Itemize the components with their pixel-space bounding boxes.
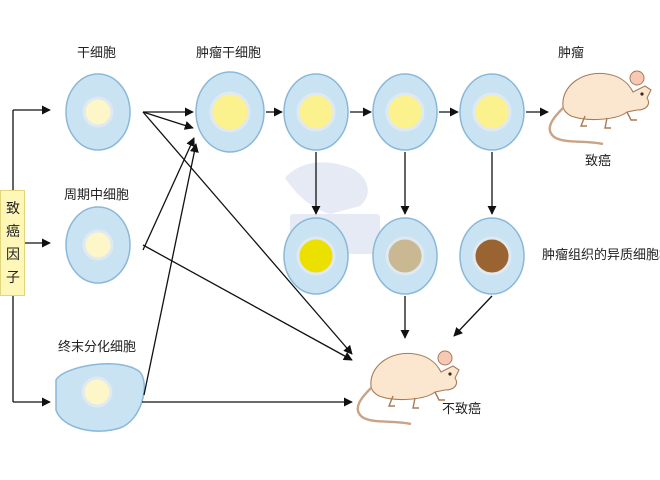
carcinogenic-factor-box: 致癌因子: [0, 190, 25, 296]
carcinogenic-factor-label: 致癌因子: [6, 201, 20, 286]
heterogeneous-cell-yellow: [283, 217, 349, 295]
tumor-cell-1: [283, 73, 349, 151]
carcinogenic-label: 致癌: [585, 154, 612, 169]
stem-cell-label: 干细胞: [77, 46, 117, 61]
tumor-cell-2: [372, 73, 438, 151]
differentiation-arrows: [311, 152, 497, 215]
transformation-arrows: [142, 107, 199, 396]
stem-cell: [65, 73, 131, 151]
cycling-cell-label: 周期中细胞: [64, 188, 130, 203]
heterogeneous-cell-tan: [372, 217, 438, 295]
heterogeneous-population-label: 肿瘤组织的异质细胞群: [542, 248, 660, 263]
tumor-cell-3: [459, 73, 525, 151]
non-carcinogenic-label: 不致癌: [442, 402, 482, 417]
tumor-rat: [548, 69, 653, 146]
tumor-stem-cell: [195, 71, 265, 153]
non-carcinogenic-arrows: [142, 111, 493, 407]
tumor-label: 肿瘤: [558, 46, 585, 61]
terminal-cell-label: 终末分化细胞: [58, 340, 137, 355]
terminal-differentiated-cell: [55, 363, 145, 432]
tumor-stem-cell-label: 肿瘤干细胞: [196, 46, 262, 61]
cycling-cell: [65, 206, 131, 284]
heterogeneous-cell-brown: [459, 217, 525, 295]
